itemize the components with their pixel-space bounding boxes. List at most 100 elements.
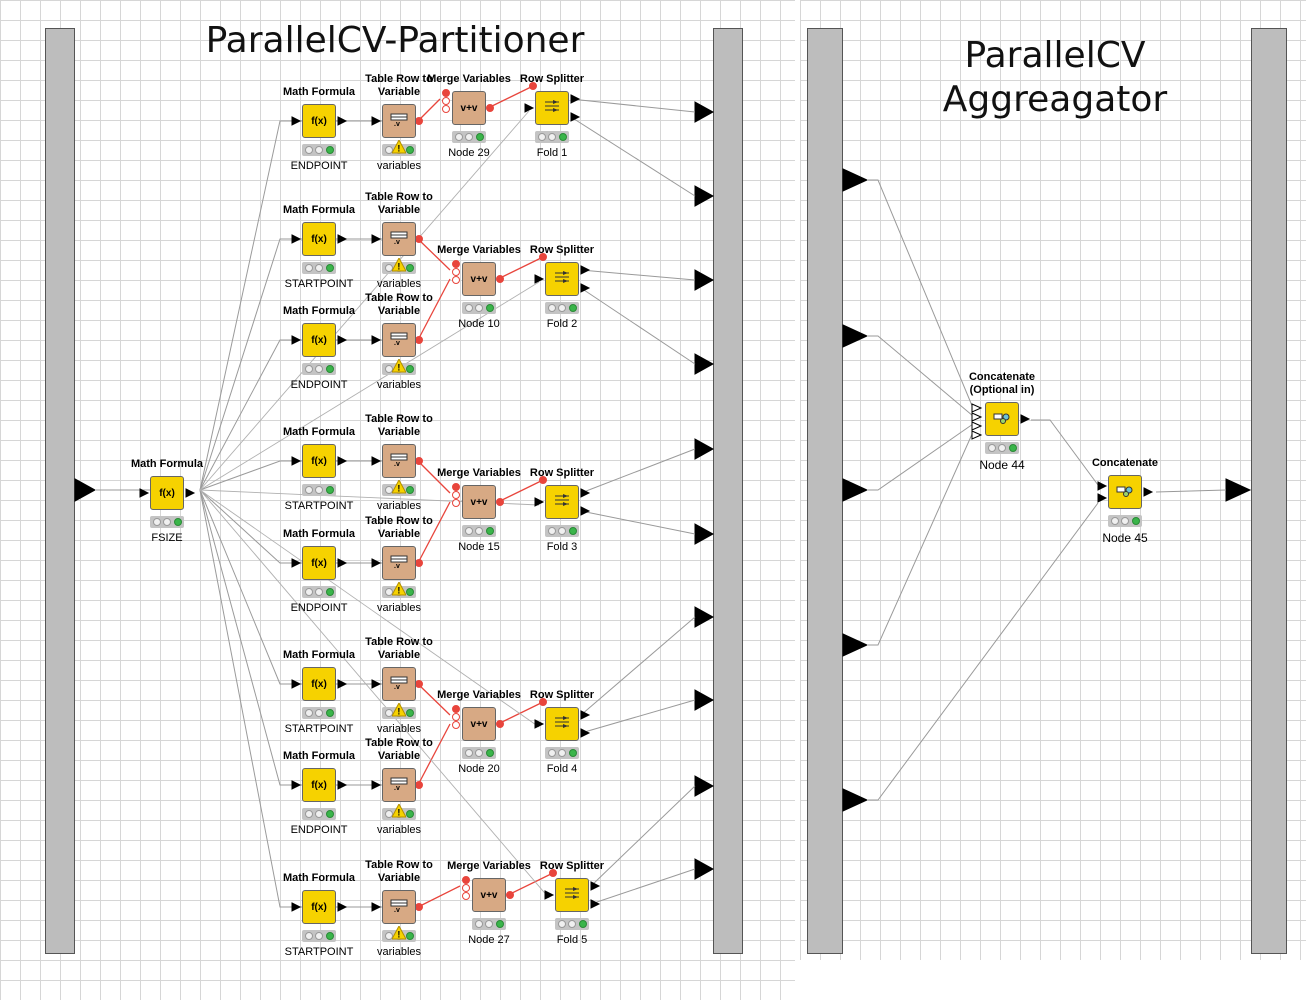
merge-label: Node 27 xyxy=(468,934,510,946)
aggregator-input-bar[interactable] xyxy=(807,28,843,954)
concat2-in-2 xyxy=(1097,493,1108,503)
output-port-6 xyxy=(694,523,715,545)
status-green-light xyxy=(485,527,494,535)
splitter-label: Fold 1 xyxy=(536,147,568,159)
status-indicator xyxy=(150,516,184,528)
mf-name: Math Formula xyxy=(282,649,356,661)
var-edge-a-2 xyxy=(417,238,451,271)
mf-3-in-1 xyxy=(291,335,302,345)
trv-label: variables xyxy=(376,379,422,391)
mf-node[interactable]: f(x) xyxy=(302,222,336,256)
var-edge-b-2 xyxy=(417,278,451,341)
merge-name: Merge Variables xyxy=(427,73,511,85)
splitter-node[interactable] xyxy=(545,485,579,519)
aggregator-output-bar[interactable] xyxy=(1251,28,1287,954)
partitioner-grid xyxy=(0,0,795,1000)
trv-name: Table Row to Variable xyxy=(365,73,433,98)
trv-node[interactable]: .v xyxy=(382,222,416,256)
trv-4-in-1 xyxy=(371,456,382,466)
status-indicator xyxy=(452,131,486,143)
trv-node[interactable]: .v xyxy=(382,667,416,701)
concat2-in-1 xyxy=(1097,481,1108,491)
mf-node[interactable]: f(x) xyxy=(302,323,336,357)
trv-label: variables xyxy=(376,824,422,836)
status-yellow-light xyxy=(315,146,323,154)
mf-node[interactable]: f(x) xyxy=(302,444,336,478)
splitter-node[interactable] xyxy=(535,91,569,125)
mf-node[interactable]: f(x) xyxy=(302,667,336,701)
merge-in-port-2-5 xyxy=(462,884,470,892)
splitter-name: Row Splitter xyxy=(539,860,605,872)
status-red-light xyxy=(547,749,556,757)
mf-node[interactable]: f(x) xyxy=(302,768,336,802)
mf-label: STARTPOINT xyxy=(284,500,354,512)
merge-out-port-2 xyxy=(496,275,504,283)
status-red-light xyxy=(384,146,393,154)
splitter-label: Fold 4 xyxy=(546,763,578,775)
partitioner-output-bar[interactable] xyxy=(713,28,743,954)
concat-node[interactable] xyxy=(985,402,1019,436)
mf-name: Math Formula xyxy=(282,86,356,98)
splitter-icon xyxy=(563,886,581,905)
status-indicator xyxy=(302,484,336,496)
merge-node[interactable]: v+v xyxy=(462,707,496,741)
status-red-light xyxy=(987,444,996,452)
mf-4-in-1 xyxy=(291,456,302,466)
trv-node[interactable]: .v xyxy=(382,546,416,580)
splitter-node[interactable] xyxy=(555,878,589,912)
svg-text:.v: .v xyxy=(394,684,400,690)
merge-label: Node 20 xyxy=(458,763,500,775)
fsize-in-1 xyxy=(139,488,150,498)
concat-optional-port-1 xyxy=(971,403,983,413)
merge-node[interactable]: v+v xyxy=(462,485,496,519)
status-red-light xyxy=(384,709,393,717)
trv-node[interactable]: .v xyxy=(382,890,416,924)
status-indicator xyxy=(462,747,496,759)
status-red-light xyxy=(474,920,483,928)
merge-node[interactable]: v+v xyxy=(472,878,506,912)
data-edge-split-5 xyxy=(199,489,550,899)
trv-label: variables xyxy=(376,160,422,172)
mf-6-out-1 xyxy=(337,679,348,689)
trv-node[interactable]: .v xyxy=(382,323,416,357)
merge-in-port-1-5 xyxy=(462,876,470,884)
trv-node[interactable]: .v xyxy=(382,768,416,802)
splitter-node[interactable] xyxy=(545,262,579,296)
merge-node[interactable]: v+v xyxy=(452,91,486,125)
status-yellow-light xyxy=(475,304,483,312)
merge-node[interactable]: v+v xyxy=(462,262,496,296)
mf-node[interactable]: f(x) xyxy=(302,890,336,924)
status-yellow-light xyxy=(315,588,323,596)
splitter-node[interactable] xyxy=(545,707,579,741)
merge-name: Merge Variables xyxy=(437,689,521,701)
trv-node[interactable]: .v xyxy=(382,444,416,478)
mf-node[interactable]: f(x) xyxy=(302,546,336,580)
status-yellow-light xyxy=(163,518,171,526)
partitioner-input-bar[interactable] xyxy=(45,28,75,954)
splitter-1-out-1 xyxy=(570,94,581,104)
splitter-name: Row Splitter xyxy=(529,689,595,701)
trv-icon: .v xyxy=(390,777,408,794)
merge-in-port-2-2 xyxy=(452,268,460,276)
trv-node[interactable]: .v xyxy=(382,104,416,138)
concat-node[interactable] xyxy=(1108,475,1142,509)
mf-node[interactable]: f(x) xyxy=(302,104,336,138)
merge-in-port-1-3 xyxy=(452,483,460,491)
fsize-node[interactable]: f(x) xyxy=(150,476,184,510)
edge-fsize-mf-8 xyxy=(199,489,302,908)
merge-in-port-3-3 xyxy=(452,499,460,507)
svg-text:!: ! xyxy=(397,484,400,494)
partitioner-title: ParallelCV-Partitioner xyxy=(205,20,585,61)
trv-8-in-1 xyxy=(371,902,382,912)
svg-text:!: ! xyxy=(397,144,400,154)
output-port-3 xyxy=(694,269,715,291)
merge-out-port-1 xyxy=(486,104,494,112)
trv-label: variables xyxy=(376,946,422,958)
mf-icon: f(x) xyxy=(311,233,327,245)
splitter-5-out-1 xyxy=(590,881,601,891)
splitter-label: Fold 2 xyxy=(546,318,578,330)
status-red-light xyxy=(547,304,556,312)
svg-text:.v: .v xyxy=(394,461,400,467)
merge-name: Merge Variables xyxy=(437,467,521,479)
